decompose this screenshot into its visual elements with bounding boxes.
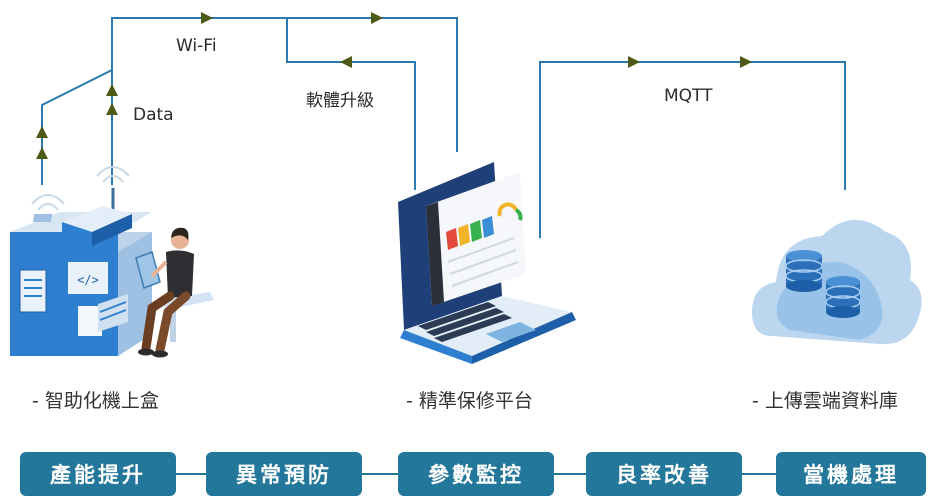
arrow-right-icon: [201, 12, 213, 24]
mqtt-label: MQTT: [664, 86, 713, 106]
connection-lines: [41, 17, 846, 238]
benefit-pill: 良率改善: [586, 452, 742, 496]
arrow-up-icon: [36, 147, 48, 159]
database-icon: [785, 250, 823, 292]
database-icon: [825, 276, 861, 318]
wifi-line: [111, 17, 458, 152]
benefit-pill: 產能提升: [20, 452, 176, 496]
maintenance-platform-label: - 精準保修平台: [406, 390, 533, 412]
mqtt-line: [539, 61, 846, 238]
benefit-pill: 當機處理: [776, 452, 926, 496]
benefit-pill: 異常預防: [206, 452, 362, 496]
arrowheads: [36, 12, 752, 159]
data-label: Data: [133, 105, 174, 125]
wifi-signal-icon: [31, 166, 130, 211]
arrow-right-icon: [628, 56, 640, 68]
benefit-pill: 參數監控: [398, 452, 554, 496]
arrow-right-icon: [740, 56, 752, 68]
arrow-right-icon: [371, 12, 383, 24]
wifi-label: Wi-Fi: [176, 36, 217, 56]
arrow-up-icon: [36, 126, 48, 138]
firmware-update-label: 軟體升級: [306, 91, 374, 111]
operator-person-icon: [135, 227, 214, 358]
arrow-up-icon: [106, 103, 118, 115]
arrow-left-icon: [340, 56, 352, 68]
arrow-up-icon: [106, 84, 118, 96]
data-line-left: [41, 69, 113, 185]
cloud-database-icon: [752, 219, 922, 345]
cloud-database-label: - 上傳雲端資料庫: [752, 390, 898, 412]
set-top-box-icon: [32, 206, 132, 246]
machine-icon: </>: [10, 166, 152, 356]
laptop-icon: [398, 162, 576, 364]
svg-text:</>: </>: [77, 273, 99, 287]
smart-box-label: - 智助化機上盒: [32, 390, 159, 412]
